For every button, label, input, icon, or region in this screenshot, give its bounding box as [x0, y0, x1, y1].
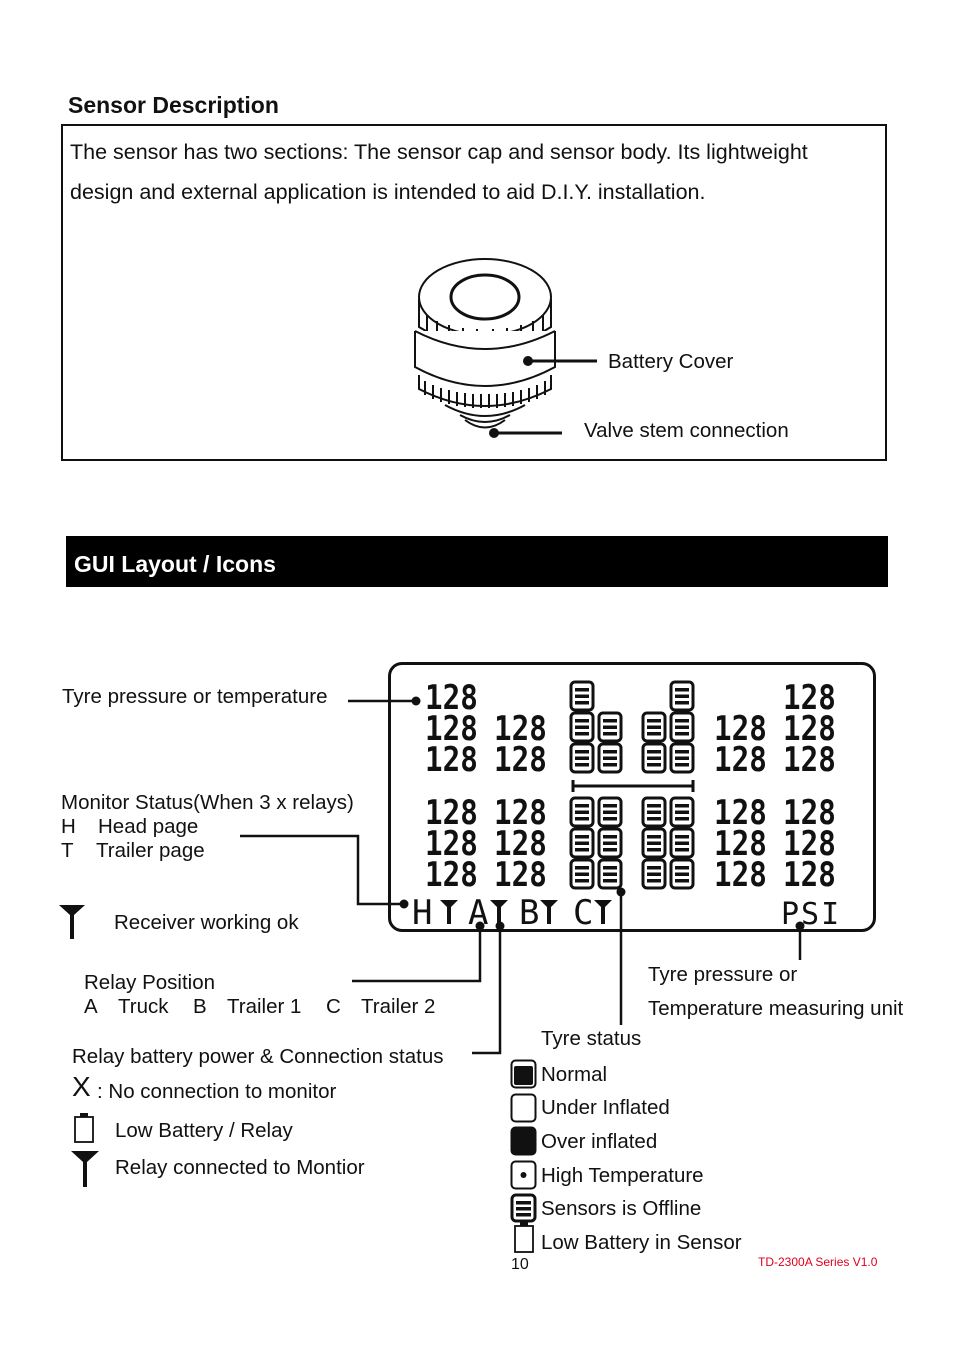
monitor-t-key: T [61, 839, 74, 862]
lcd-value-r1-c6: 128 [783, 678, 836, 718]
status-low-batt-label: Low Battery in Sensor [541, 1231, 742, 1254]
relay-position-label: Relay Position [84, 971, 216, 994]
lcd-tyre-status-grid [569, 680, 695, 890]
tyre-high-temp-icon [510, 1160, 537, 1190]
sensor-heading: Sensor Description [68, 92, 279, 118]
tyre-status-heading: Tyre status [541, 1027, 642, 1050]
antenna-icon [71, 1151, 99, 1187]
lcd-value-r1-c1: 128 [425, 678, 478, 718]
relay-c-key: C [326, 995, 341, 1018]
lcd-value-r2-c5: 128 [714, 709, 767, 749]
sensor-illustration [414, 258, 597, 438]
relay-c-text: Trailer 2 [361, 995, 436, 1018]
tyre-low-battery-icon [514, 1221, 534, 1253]
tyre-over-icon [510, 1126, 537, 1156]
sensor-intro-line2: design and external application is inten… [70, 180, 706, 204]
tyre-normal-icon [510, 1059, 537, 1089]
relay-b-key: B [193, 995, 207, 1018]
lcd-value-r6-c5: 128 [714, 855, 767, 895]
lcd-value-r5-c1: 128 [425, 824, 478, 864]
sensor-intro: The sensor has two sections: The sensor … [70, 132, 880, 212]
lcd-unit: PSI [781, 897, 842, 932]
lcd-value-r5-c5: 128 [714, 824, 767, 864]
low-battery-relay-label: Low Battery / Relay [115, 1119, 293, 1142]
lcd-value-r6-c6: 128 [783, 855, 836, 895]
unit-label-line1: Tyre pressure or [648, 963, 798, 986]
sensor-intro-line1: The sensor has two sections: The sensor … [70, 140, 808, 164]
relay-connected-label: Relay connected to Montior [115, 1156, 365, 1179]
x-key: X [72, 1071, 91, 1102]
tyre-under-icon [510, 1093, 537, 1123]
relay-battery-label: Relay battery power & Connection status [72, 1045, 444, 1068]
version-label: TD-2300A Series V1.0 [758, 1255, 878, 1269]
lcd-value-r3-c5: 128 [714, 740, 767, 780]
lcd-value-r6-c2: 128 [494, 855, 547, 895]
antenna-icon [59, 905, 85, 939]
status-under-label: Under Inflated [541, 1096, 670, 1119]
status-over-label: Over inflated [541, 1130, 658, 1153]
lcd-value-r3-c6: 128 [783, 740, 836, 780]
lcd-value-r4-c5: 128 [714, 793, 767, 833]
status-high-temp-label: High Temperature [541, 1164, 704, 1187]
lcd-value-r2-c1: 128 [425, 709, 478, 749]
lcd-value-r2-c2: 128 [494, 709, 547, 749]
status-offline-label: Sensors is Offline [541, 1197, 702, 1220]
tyre-offline-icon [510, 1193, 537, 1223]
lcd-value-r3-c1: 128 [425, 740, 478, 780]
lcd-value-r4-c6: 128 [783, 793, 836, 833]
no-connection-label: : No connection to monitor [97, 1080, 337, 1103]
relay-b-text: Trailer 1 [227, 995, 302, 1018]
monitor-h-key: H [61, 815, 76, 838]
monitor-status-label: Monitor Status(When 3 x relays) [61, 791, 354, 814]
tyre-value-label: Tyre pressure or temperature [62, 685, 328, 708]
lcd-value-r5-c6: 128 [783, 824, 836, 864]
status-normal-label: Normal [541, 1063, 608, 1086]
valve-leader-line [494, 431, 562, 435]
page-number: 10 [511, 1256, 529, 1273]
monitor-h-text: Head page [98, 815, 199, 838]
gui-heading: GUI Layout / Icons [66, 536, 888, 587]
lcd-panel [388, 662, 876, 932]
lcd-relay-b-letter: B [519, 893, 540, 933]
lcd-value-r5-c2: 128 [494, 824, 547, 864]
relay-a-text: Truck [118, 995, 169, 1018]
lcd-antenna-icons [440, 900, 612, 924]
receiver-ok-label: Receiver working ok [114, 911, 299, 934]
lcd-value-r3-c2: 128 [494, 740, 547, 780]
lcd-value-r6-c1: 128 [425, 855, 478, 895]
lcd-value-r4-c1: 128 [425, 793, 478, 833]
lcd-head-letter: H [412, 893, 433, 933]
valve-stem-label: Valve stem connection [584, 419, 789, 442]
lcd-relay-c-letter: C [573, 893, 594, 933]
battery-icon [74, 1113, 94, 1143]
lcd-value-r4-c2: 128 [494, 793, 547, 833]
monitor-t-text: Trailer page [96, 839, 205, 862]
unit-label-line2: Temperature measuring unit [648, 997, 904, 1020]
relay-a-key: A [84, 995, 98, 1018]
battery-cover-label: Battery Cover [608, 350, 734, 373]
lcd-value-r2-c6: 128 [783, 709, 836, 749]
sensor-box [61, 124, 887, 461]
